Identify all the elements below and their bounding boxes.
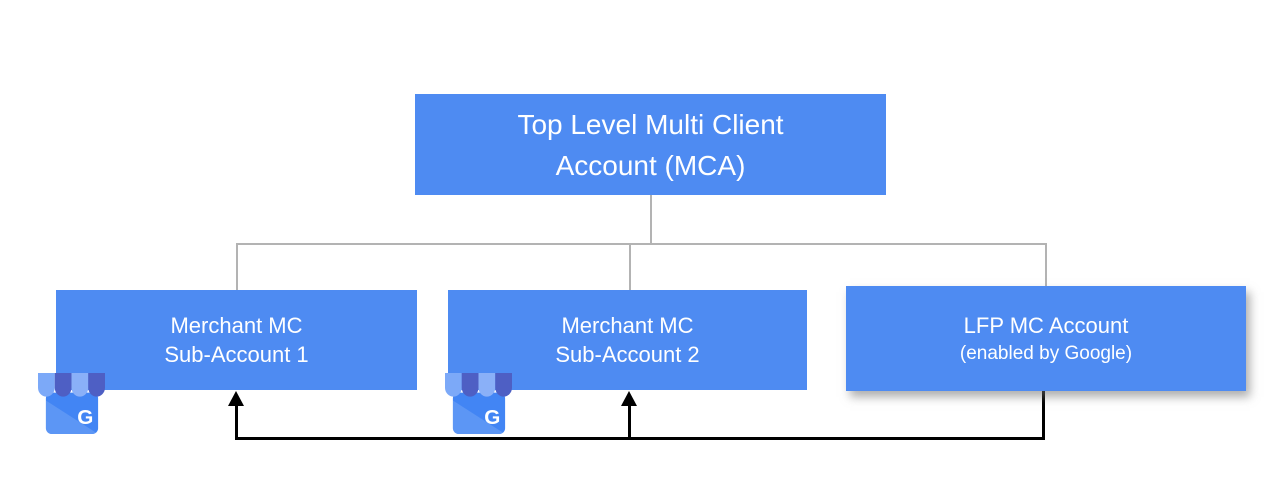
box-top-level-mca: Top Level Multi Client Account (MCA) (415, 94, 886, 195)
flow-line-stem-sub2 (628, 405, 631, 437)
connector-drop-lfp (1045, 243, 1047, 286)
svg-text:G: G (484, 406, 500, 429)
connector-drop-sub2 (629, 243, 631, 290)
box-lfp-mc-account-line2: (enabled by Google) (959, 342, 1133, 364)
box-merchant-sub-account-2-line2: Sub-Account 2 (555, 342, 700, 367)
box-lfp-mc-account: LFP MC Account (enabled by Google) (846, 286, 1246, 391)
flow-line-lfp-down (1042, 391, 1045, 440)
flow-line-horizontal (235, 437, 1045, 440)
svg-text:G: G (77, 406, 93, 429)
arrowhead-to-sub2 (621, 391, 637, 406)
box-merchant-sub-account-2-line1: Merchant MC (561, 313, 694, 338)
box-merchant-sub-account-1: Merchant MC Sub-Account 1 (56, 290, 417, 390)
connector-horizontal-bus (236, 243, 1047, 245)
arrowhead-to-sub1 (228, 391, 244, 406)
flow-line-stem-sub1 (235, 405, 238, 437)
connector-top-vertical (650, 195, 652, 243)
box-top-level-mca-line1: Top Level Multi Client (517, 108, 784, 140)
box-top-level-mca-line2: Account (MCA) (555, 149, 746, 181)
box-merchant-sub-account-1-line2: Sub-Account 1 (164, 342, 309, 367)
connector-drop-sub1 (236, 243, 238, 290)
google-my-business-icon: G (445, 371, 512, 438)
box-merchant-sub-account-1-line1: Merchant MC (170, 313, 303, 338)
box-lfp-mc-account-line1: LFP MC Account (963, 312, 1129, 338)
google-my-business-icon: G (38, 371, 105, 438)
